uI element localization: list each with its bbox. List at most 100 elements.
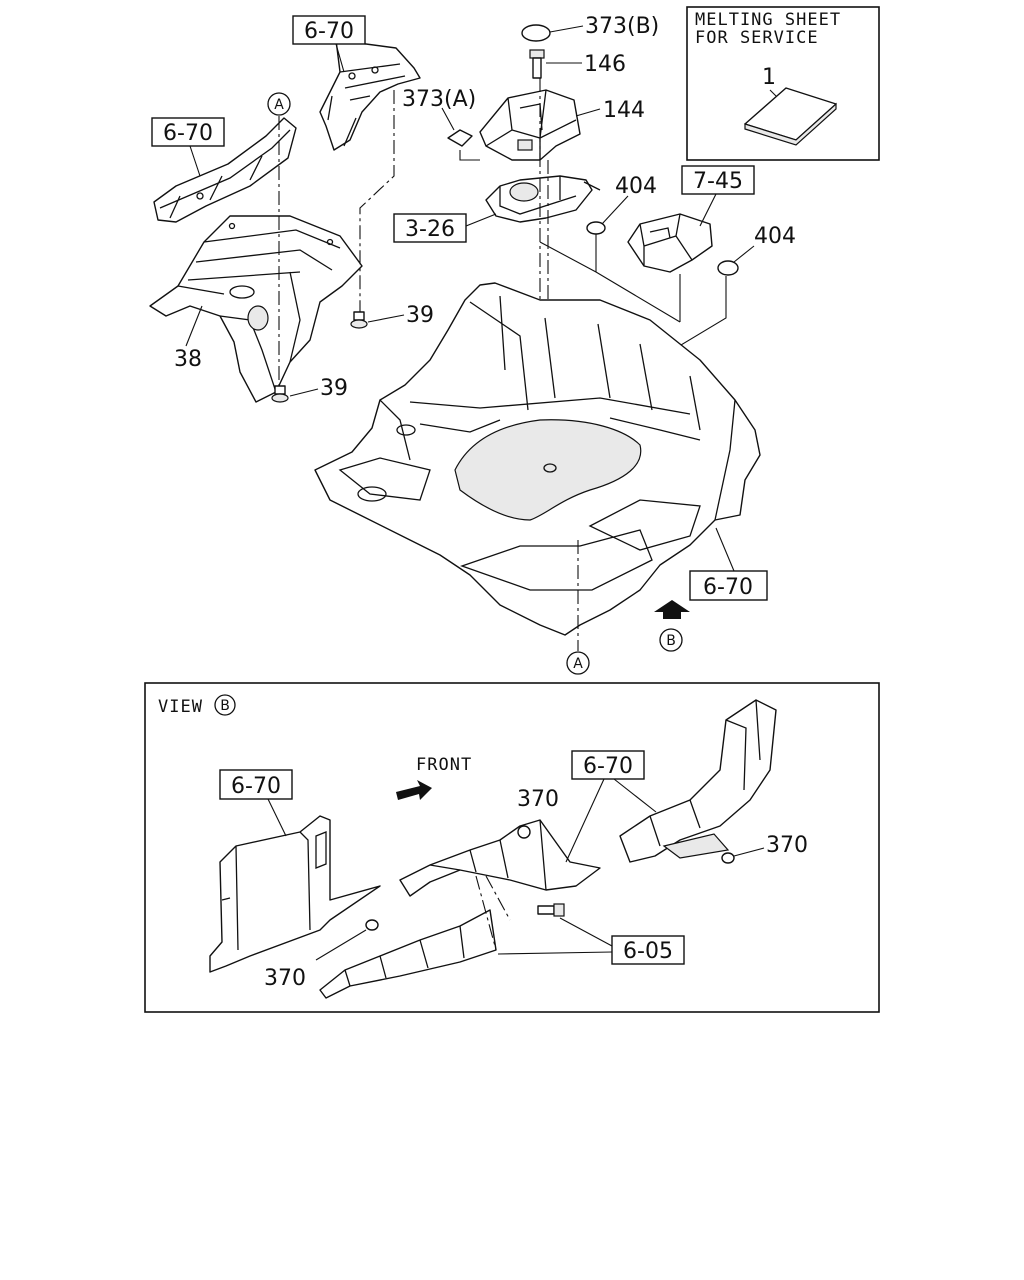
bolt-head: [553, 903, 565, 917]
cap-b-part: [521, 24, 551, 42]
right-rail-pad: [662, 833, 730, 859]
left-panel-leader: [267, 798, 287, 837]
top-rail-leader: [335, 43, 345, 73]
heat-shield-hole: [229, 285, 255, 299]
clip-lower-part: [271, 385, 289, 403]
view-right-rail-part: [619, 699, 777, 863]
heat-shield-hole: [228, 222, 236, 230]
section-marker-a-bottom: A: [566, 651, 590, 675]
right-rail-detail: [649, 699, 761, 847]
ref-box-top-rail: 6-70: [292, 15, 366, 45]
floor-pan-left: [338, 457, 431, 501]
top-rail-part: [319, 39, 421, 151]
ref-box-label: 6-70: [163, 121, 213, 146]
view-b-arrow: B: [654, 600, 690, 652]
cap-b-leader: [549, 25, 584, 33]
housing-leader: [575, 108, 601, 117]
part-number-plug-view-right: 370: [766, 833, 808, 858]
floor-seat-riser: [469, 295, 701, 431]
melting-sheet-box: MELTING SHEET FOR SERVICE 1: [686, 6, 880, 161]
marker-letter: A: [274, 97, 284, 113]
plug-left-leader: [601, 195, 629, 225]
cap-a-body: [447, 129, 473, 147]
melting-sheet-illustration: [744, 87, 837, 146]
bolt-shank: [532, 57, 542, 79]
view-arrow-icon: [654, 600, 690, 619]
view-center-rail-part: [399, 819, 601, 897]
view-lower-rail-part: [319, 909, 497, 999]
plug-view-left-part: [365, 919, 379, 931]
rail-leader-center: [565, 778, 605, 863]
melting-sheet-frame: [686, 6, 880, 161]
shift-bracket-body: [485, 175, 593, 223]
center-rail-body: [399, 819, 601, 897]
heat-shield-leader: [185, 305, 203, 347]
part-number-clip-lower: 39: [320, 376, 348, 401]
section-marker-a-top: A: [267, 92, 291, 116]
shift-bracket-cylinder: [509, 182, 539, 202]
view-assembly-line: [475, 875, 511, 951]
melting-sheet-part-number: 1: [762, 65, 776, 90]
center-rail-detail: [429, 819, 547, 891]
left-panel-detail: [221, 831, 327, 951]
console-body: [627, 213, 713, 273]
view-b-panel: VIEW B FRONT 6-70 370 370: [144, 682, 880, 1013]
bolt-shank: [537, 905, 555, 915]
left-rail-leader: [189, 145, 201, 177]
view-left-panel-part: [209, 815, 381, 973]
plug-view-center-part: [517, 825, 531, 839]
ref-box-frame: [611, 935, 685, 965]
console-part: [627, 213, 713, 273]
part-number-plug-right: 404: [754, 224, 796, 249]
clip-shank: [274, 385, 286, 395]
part-number-plug-view-left: 370: [264, 966, 306, 991]
lower-rail-detail: [344, 925, 465, 987]
front-label: FRONT: [416, 755, 472, 775]
bolt-leader-lower: [497, 951, 613, 955]
ref-box-frame: [689, 570, 768, 601]
marker-letter: B: [220, 698, 230, 714]
ref-box-label: 6-05: [623, 939, 673, 964]
floor-tunnel: [454, 419, 642, 521]
marker-letter: B: [666, 633, 676, 649]
rail-leader-right: [613, 778, 657, 813]
floor-mount-hole: [543, 463, 557, 473]
console-detail: [639, 213, 693, 266]
plug-right-part: [717, 260, 739, 276]
melting-sheet-title-line1: MELTING SHEET: [695, 10, 841, 30]
heat-shield-hole: [326, 238, 334, 246]
plug-view-right-part: [721, 852, 735, 864]
ref-box-frame: [151, 117, 225, 147]
shift-bracket-leader: [465, 213, 497, 227]
right-rail-body: [619, 699, 777, 863]
ref-box-frame: [393, 213, 467, 243]
heat-shield-part: [149, 215, 363, 403]
marker-circle: [267, 92, 291, 116]
console-leader: [699, 193, 717, 227]
lower-rail-body: [319, 909, 497, 999]
ref-box-label: 3-26: [405, 217, 455, 242]
ref-box-view-bolt: 6-05: [611, 935, 685, 965]
ref-box-view-left-panel: 6-70: [219, 769, 293, 800]
ref-box-view-rail: 6-70: [571, 750, 645, 780]
marker-letter: A: [573, 656, 583, 672]
location-leaders: [539, 234, 727, 421]
floor-drain-hole: [396, 424, 416, 436]
ref-box-console: 7-45: [681, 165, 755, 195]
top-rail-detail: [327, 63, 406, 147]
part-number-bolt: 146: [584, 52, 626, 77]
ref-box-label: 7-45: [693, 169, 743, 194]
ref-box-frame: [219, 769, 293, 800]
clip-shank: [353, 311, 365, 321]
ref-box-frame: [292, 15, 366, 45]
clip-lower-leader: [289, 388, 319, 397]
floor-crossmember: [409, 397, 701, 441]
marker-circle: [214, 694, 236, 716]
view-bolt-part: [537, 903, 565, 917]
ref-box-shift-bracket: 3-26: [393, 213, 467, 243]
floor-pan-right: [588, 499, 701, 551]
part-number-plug-left: 404: [615, 174, 657, 199]
marker-circle: [659, 628, 683, 652]
housing-part: [479, 89, 581, 161]
